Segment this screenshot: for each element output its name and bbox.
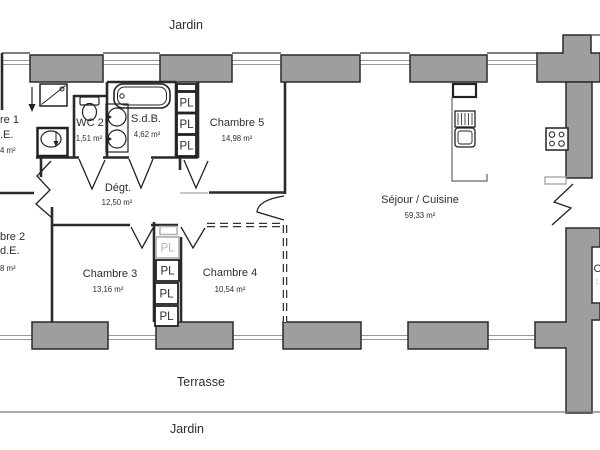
cut-room-name-fragment: C — [594, 263, 600, 275]
bottom-exterior-wall — [0, 321, 535, 350]
closet-label: PL — [159, 311, 174, 323]
room-label-cut-right: C : — [594, 263, 600, 286]
washbasin-icon — [36, 126, 69, 158]
room-label-chambre4: Chambre 4 10,54 m² — [203, 267, 257, 294]
dashed-partition-walls — [207, 222, 288, 322]
closet-label: PL — [160, 266, 175, 278]
bathtub-icon — [113, 83, 171, 109]
wall-pillars-top — [29, 54, 488, 83]
door-swings — [35, 158, 574, 250]
room-label-sejour: Séjour / Cuisine 59,33 m² — [381, 194, 459, 220]
door-right-room — [551, 183, 574, 226]
toilet-icon — [79, 96, 100, 122]
closet-label: PL — [159, 289, 174, 301]
stove-icon — [545, 127, 569, 151]
cut-room-area-fragment: : — [596, 277, 598, 286]
room-label-chambre3: Chambre 3 13,16 m² — [83, 268, 137, 294]
door-sdb — [128, 158, 154, 190]
closet-label: PL — [179, 98, 194, 110]
interior-walls — [0, 53, 287, 322]
chambre1-area-fragment: 4 m² — [0, 146, 16, 155]
terrace-label: Terrasse — [177, 375, 225, 389]
room-label-wc2: WC 2 1,51 m² — [76, 117, 104, 143]
window-lines-bottom — [0, 334, 535, 341]
closet-label: PL — [160, 243, 175, 255]
sejour-area: 59,33 m² — [405, 211, 436, 220]
shower-icon — [39, 83, 68, 107]
room-label-sdb: S.d.B. 4,62 m² — [131, 113, 161, 139]
door-wc2 — [78, 158, 106, 191]
room-label-chambre2: bre 2 d.E. 8 m² — [0, 231, 25, 273]
top-exterior-wall — [2, 52, 537, 83]
chambre2-name-fragment: bre 2 — [0, 231, 25, 243]
sdb-name: S.d.B. — [131, 113, 161, 125]
closet-label: PL — [179, 119, 194, 131]
wc2-name: WC 2 — [76, 117, 104, 129]
window-lines-top — [2, 59, 537, 66]
door-chambre5 — [183, 159, 209, 190]
sdb-area: 4,62 m² — [134, 130, 161, 139]
closets-bottom: PL PL PL PL — [154, 225, 180, 327]
closets-top: PL PL PL — [176, 83, 197, 157]
garden-top-label: Jardin — [169, 18, 203, 32]
chambre2-type-fragment: d.E. — [0, 245, 20, 257]
room-label-chambre5: Chambre 5 14,98 m² — [210, 117, 264, 143]
chambre3-area: 13,16 m² — [93, 285, 124, 294]
chambre5-name: Chambre 5 — [210, 117, 264, 129]
closet-label: PL — [179, 141, 194, 153]
chambre2-area-fragment: 8 m² — [0, 264, 16, 273]
chambre4-name: Chambre 4 — [203, 267, 257, 279]
door-chambre2 — [35, 160, 52, 218]
service-hatch — [544, 176, 567, 185]
right-exterior-wall — [534, 34, 600, 414]
kitchen-unit-icon — [451, 82, 478, 148]
chambre4-area: 10,54 m² — [215, 285, 246, 294]
chambre1-name-fragment: re 1 — [0, 114, 19, 126]
wc2-area: 1,51 m² — [76, 134, 103, 143]
room-label-degagement: Dégt. 12,50 m² — [102, 182, 133, 207]
degagement-name: Dégt. — [105, 182, 131, 194]
degagement-area: 12,50 m² — [102, 198, 133, 207]
chambre1-type-fragment: .E. — [0, 129, 13, 141]
room-label-chambre1: re 1 .E. 4 m² — [0, 114, 19, 155]
garden-bottom-label: Jardin — [170, 422, 204, 436]
sejour-name: Séjour / Cuisine — [381, 194, 459, 206]
door-chambre3 — [130, 226, 154, 250]
kitchen-counter-line — [451, 97, 488, 182]
door-chambre4 — [180, 226, 206, 250]
door-sejour — [256, 195, 285, 221]
chambre5-area: 14,98 m² — [222, 134, 253, 143]
entry-arrow-icon — [28, 87, 36, 112]
chambre3-name: Chambre 3 — [83, 268, 137, 280]
double-sink-icon — [105, 103, 129, 153]
